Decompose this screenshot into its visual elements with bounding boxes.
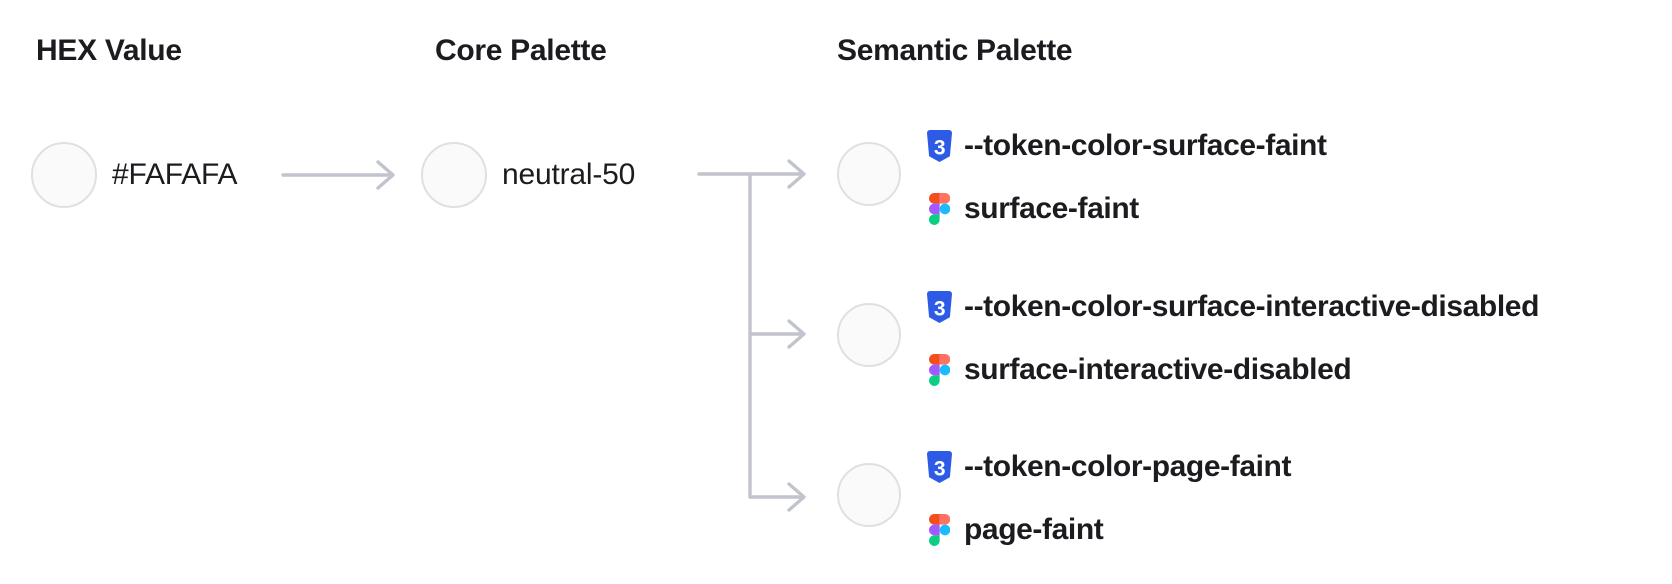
semantic-token-item: 3 --token-color-surface-faint surface-fa…: [927, 130, 1327, 225]
css3-shield-icon: 3: [927, 130, 952, 162]
branch-trunk-and-elbow: [748, 172, 804, 499]
css-variable-line: 3 --token-color-surface-interactive-disa…: [927, 291, 1539, 323]
core-color-swatch: [421, 142, 487, 208]
figma-token-name: surface-interactive-disabled: [964, 353, 1352, 386]
figma-token-name: surface-faint: [964, 192, 1139, 225]
figma-token-line: surface-faint: [927, 193, 1327, 225]
css3-shield-icon: 3: [927, 451, 952, 483]
semantic-token-item: 3 --token-color-surface-interactive-disa…: [927, 291, 1539, 386]
figma-logo-icon: [927, 514, 952, 546]
css-variable-line: 3 --token-color-surface-faint: [927, 130, 1327, 162]
css-variable-name: --token-color-surface-interactive-disabl…: [964, 290, 1539, 323]
figma-logo-icon: [927, 354, 952, 386]
semantic-color-swatch: [837, 463, 901, 527]
core-token-label: neutral-50: [502, 158, 636, 191]
figma-token-line: page-faint: [927, 514, 1291, 546]
figma-token-line: surface-interactive-disabled: [927, 354, 1539, 386]
semantic-palette-heading: Semantic Palette: [837, 34, 1073, 67]
arrowhead-hex-to-core: [376, 160, 395, 190]
semantic-token-item: 3 --token-color-page-faint page-faint: [927, 451, 1291, 546]
hex-value-label: #FAFAFA: [112, 158, 238, 191]
svg-text:3: 3: [934, 298, 946, 321]
semantic-color-swatch: [837, 142, 901, 206]
css3-shield-icon: 3: [927, 291, 952, 323]
css-variable-name: --token-color-page-faint: [964, 450, 1292, 483]
svg-text:3: 3: [934, 137, 946, 160]
figma-logo-icon: [927, 193, 952, 225]
hex-value-heading: HEX Value: [36, 34, 182, 67]
css-variable-name: --token-color-surface-faint: [964, 129, 1327, 162]
core-palette-heading: Core Palette: [435, 34, 607, 67]
arrowhead-semantic-3: [787, 482, 806, 512]
arrowhead-semantic-2: [787, 319, 806, 349]
arrowhead-semantic-1: [787, 159, 806, 189]
css-variable-line: 3 --token-color-page-faint: [927, 451, 1291, 483]
figma-token-name: page-faint: [964, 513, 1104, 546]
semantic-color-swatch: [837, 303, 901, 367]
svg-text:3: 3: [934, 458, 946, 481]
hex-color-swatch: [31, 142, 97, 208]
